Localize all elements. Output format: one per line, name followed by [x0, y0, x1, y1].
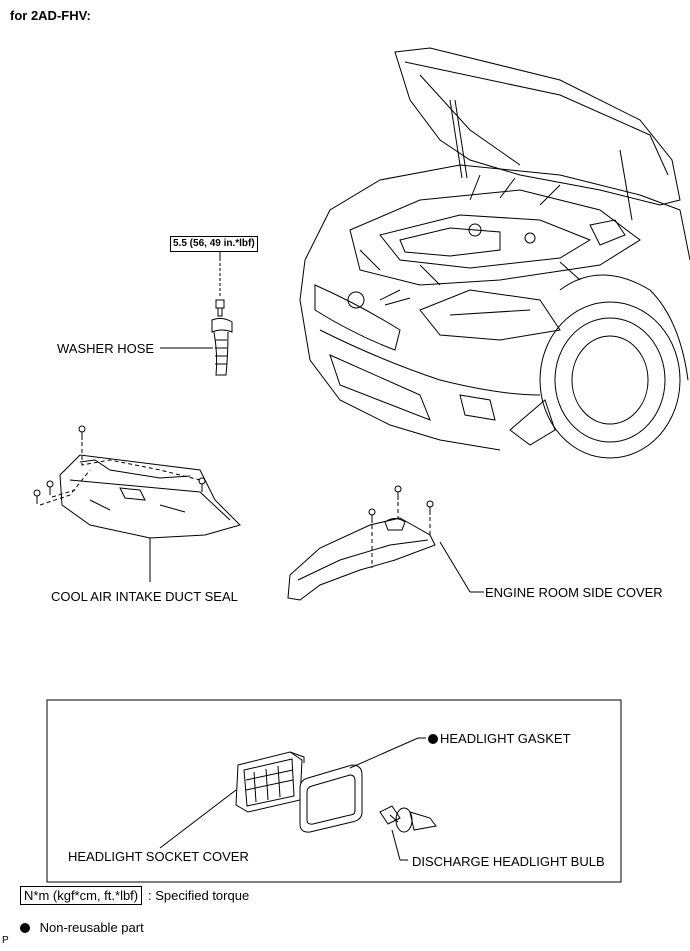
cool-air-duct-seal-label: COOL AIR INTAKE DUCT SEAL: [51, 589, 238, 604]
footer-code: P: [2, 935, 9, 946]
cool-air-duct-seal-drawing: [33, 425, 241, 582]
legend-torque-units: N*m (kgf*cm, ft.*lbf): [20, 886, 143, 905]
washer-hose-label: WASHER HOSE: [57, 341, 155, 356]
headlight-gasket-drawing: [299, 737, 426, 833]
headlight-detail-frame: [46, 699, 622, 883]
non-reusable-marker-icon: [428, 734, 438, 744]
vehicle-drawing: [299, 47, 690, 459]
legend-torque-description: : Specified torque: [148, 888, 250, 903]
engine-room-side-cover-label: ENGINE ROOM SIDE COVER: [485, 585, 663, 600]
engine-room-side-cover-drawing: [287, 485, 484, 601]
washer-hose-torque-label: 5.5 (56, 49 in.*lbf): [170, 236, 258, 252]
non-reusable-legend-icon: [20, 923, 30, 933]
discharge-headlight-bulb-label: DISCHARGE HEADLIGHT BULB: [412, 854, 605, 869]
discharge-bulb-drawing: [379, 805, 437, 861]
washer-hose-drawing: [160, 258, 233, 376]
headlight-socket-cover-label: HEADLIGHT SOCKET COVER: [68, 849, 249, 864]
legend-nonreusable: Non-reusable part: [20, 921, 144, 934]
page-title: for 2AD-FHV:: [10, 8, 91, 23]
headlight-gasket-label: HEADLIGHT GASKET: [428, 732, 571, 745]
headlight-socket-cover-drawing: [159, 751, 305, 849]
